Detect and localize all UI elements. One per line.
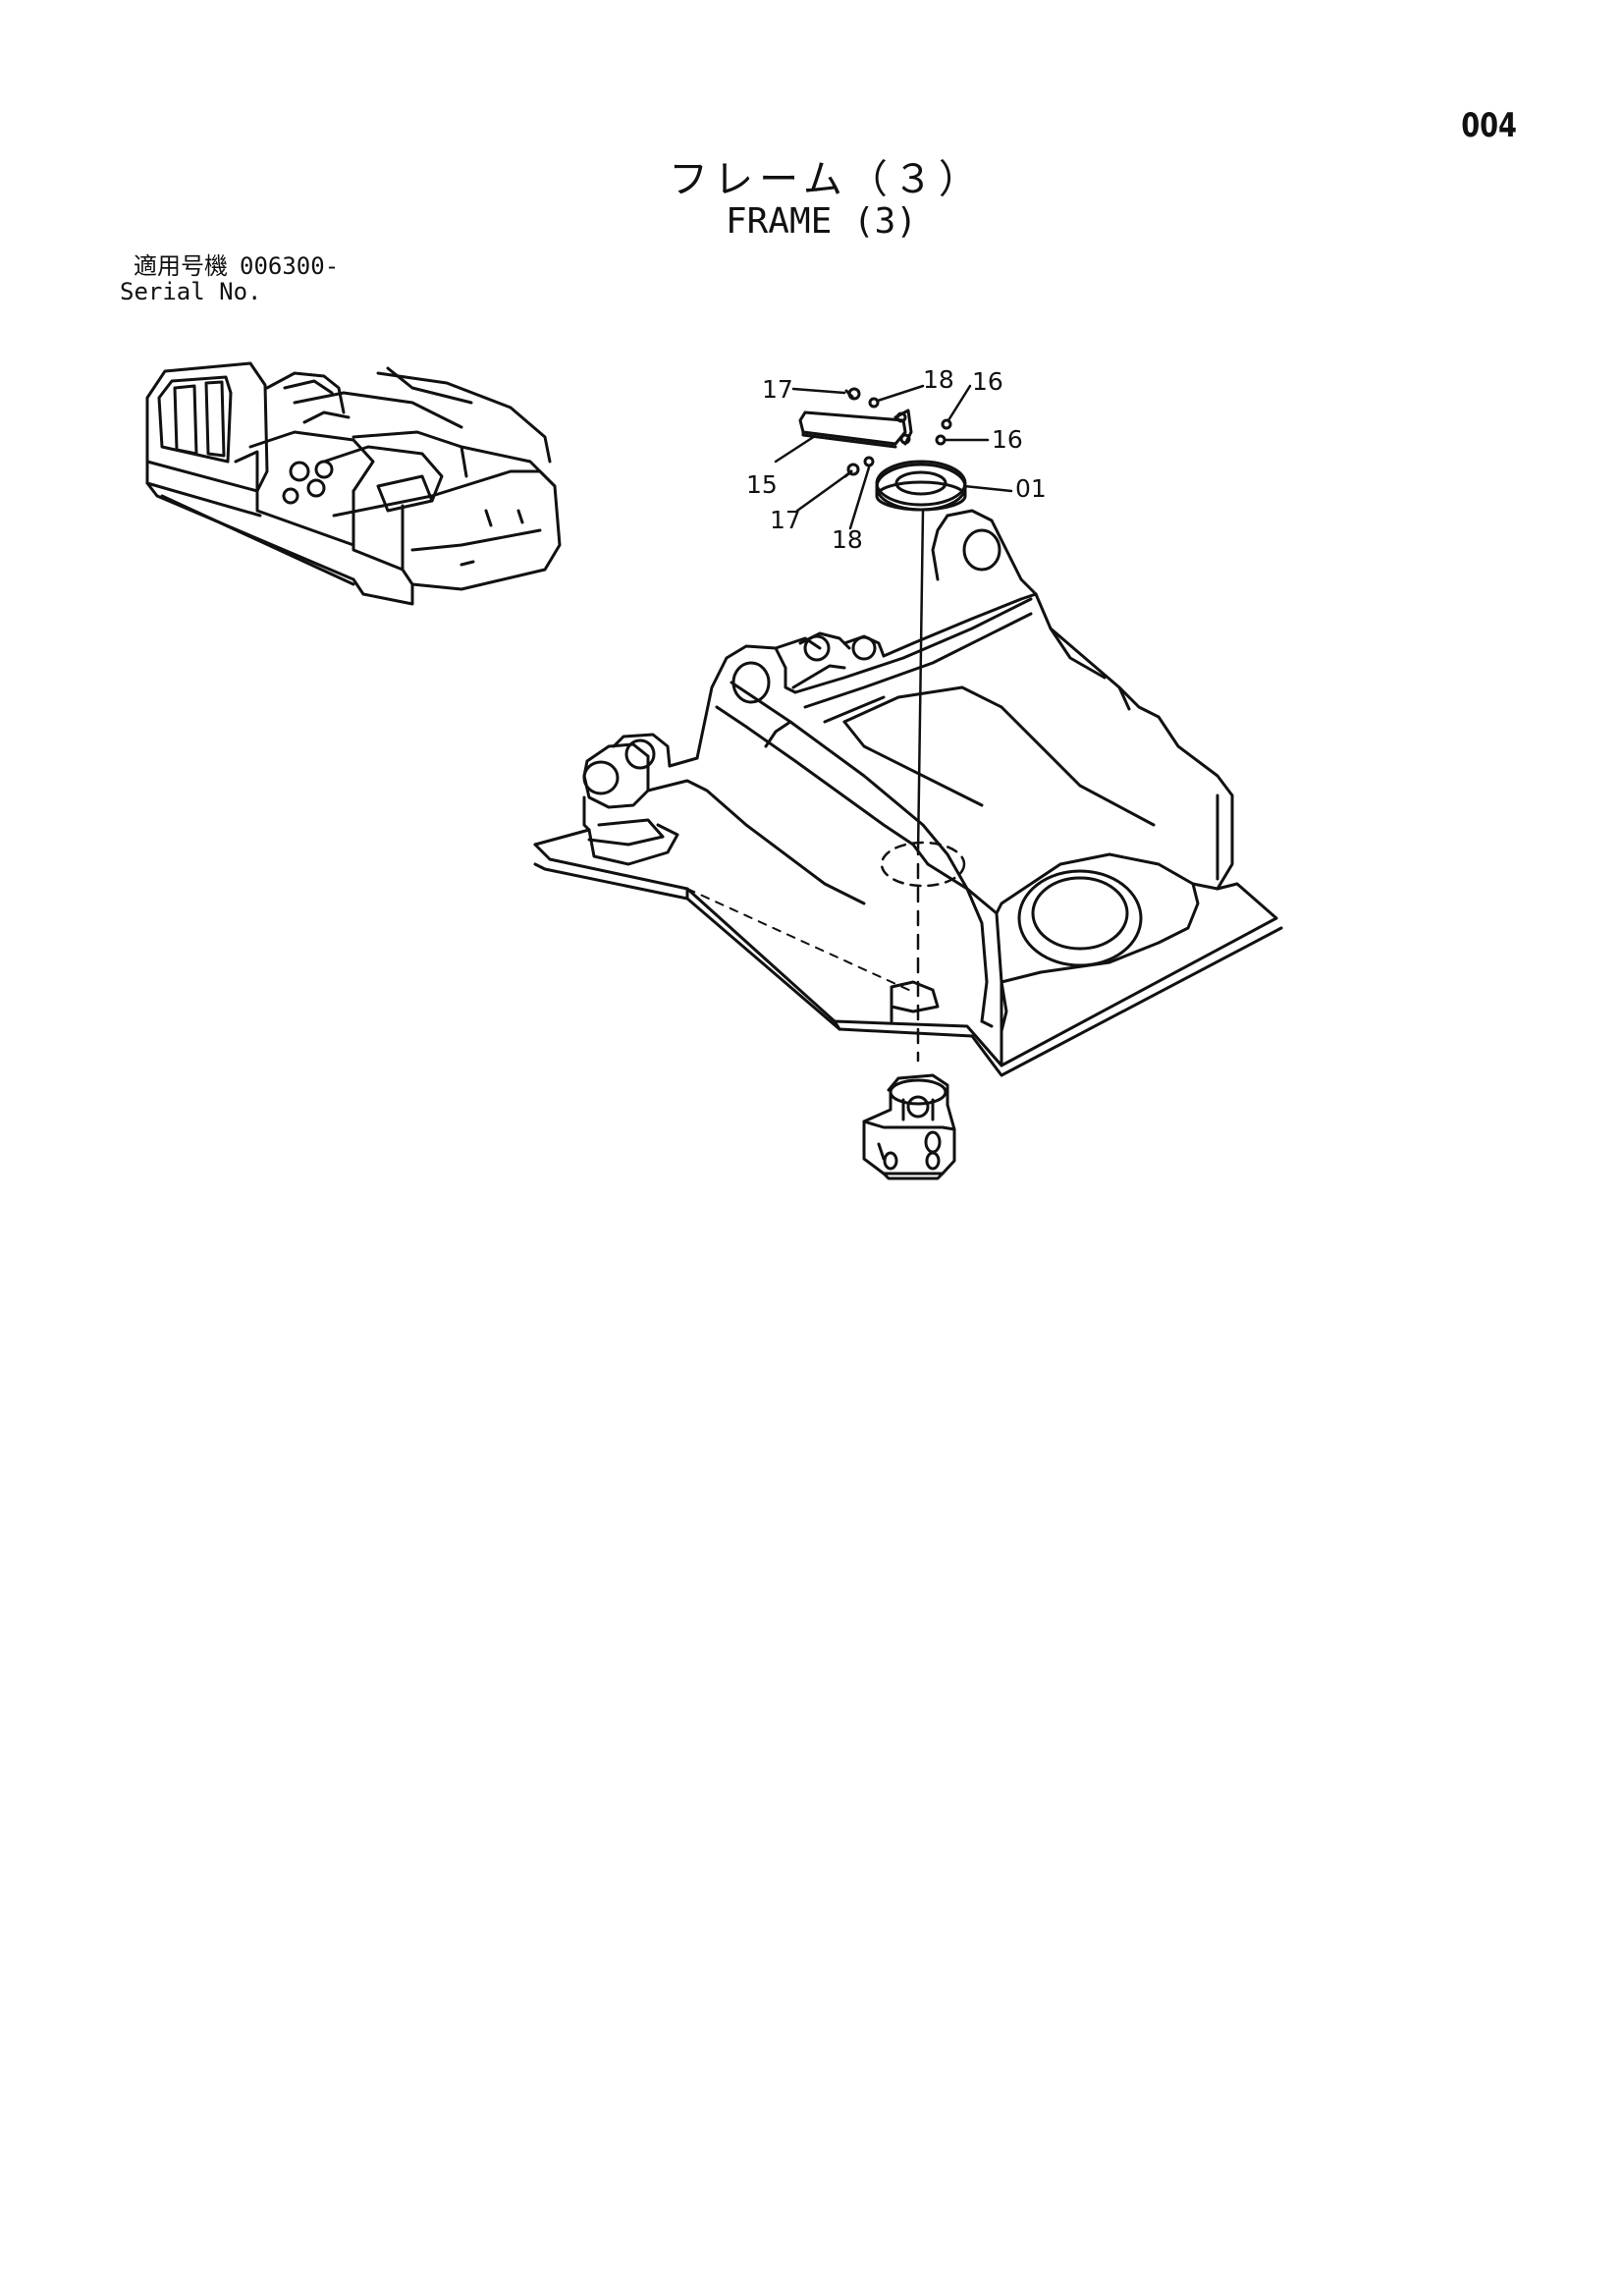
excavator-thumbnail bbox=[145, 361, 562, 606]
callout-15: 15 bbox=[746, 470, 778, 499]
cover-plate-15 bbox=[798, 409, 913, 449]
bearing-cover-01 bbox=[875, 460, 967, 512]
callout-16-right: 16 bbox=[992, 425, 1023, 454]
serial-label-en: Serial No. bbox=[120, 278, 262, 305]
leader-lines bbox=[774, 384, 1013, 530]
center-line bbox=[686, 509, 966, 1063]
serial-block: 適用号機 006300- Serial No. bbox=[120, 253, 339, 304]
callout-18-bottom: 18 bbox=[832, 525, 863, 554]
swivel-joint bbox=[862, 1073, 956, 1180]
upper-frame bbox=[533, 509, 1283, 1077]
callout-17-top: 17 bbox=[762, 375, 793, 404]
title-english: FRAME (3) bbox=[725, 201, 918, 242]
callout-labels: 17 18 16 16 15 01 17 18 bbox=[746, 365, 1047, 554]
callout-01: 01 bbox=[1015, 474, 1047, 503]
serial-value: 006300- bbox=[240, 252, 340, 280]
serial-label-jp: 適用号機 bbox=[134, 252, 228, 280]
page-number: 004 bbox=[1461, 106, 1517, 145]
callout-16-top: 16 bbox=[972, 367, 1003, 396]
title-japanese: フレーム（３） bbox=[669, 157, 984, 202]
callout-17-bottom: 17 bbox=[770, 506, 801, 534]
callout-18-top: 18 bbox=[923, 365, 954, 394]
